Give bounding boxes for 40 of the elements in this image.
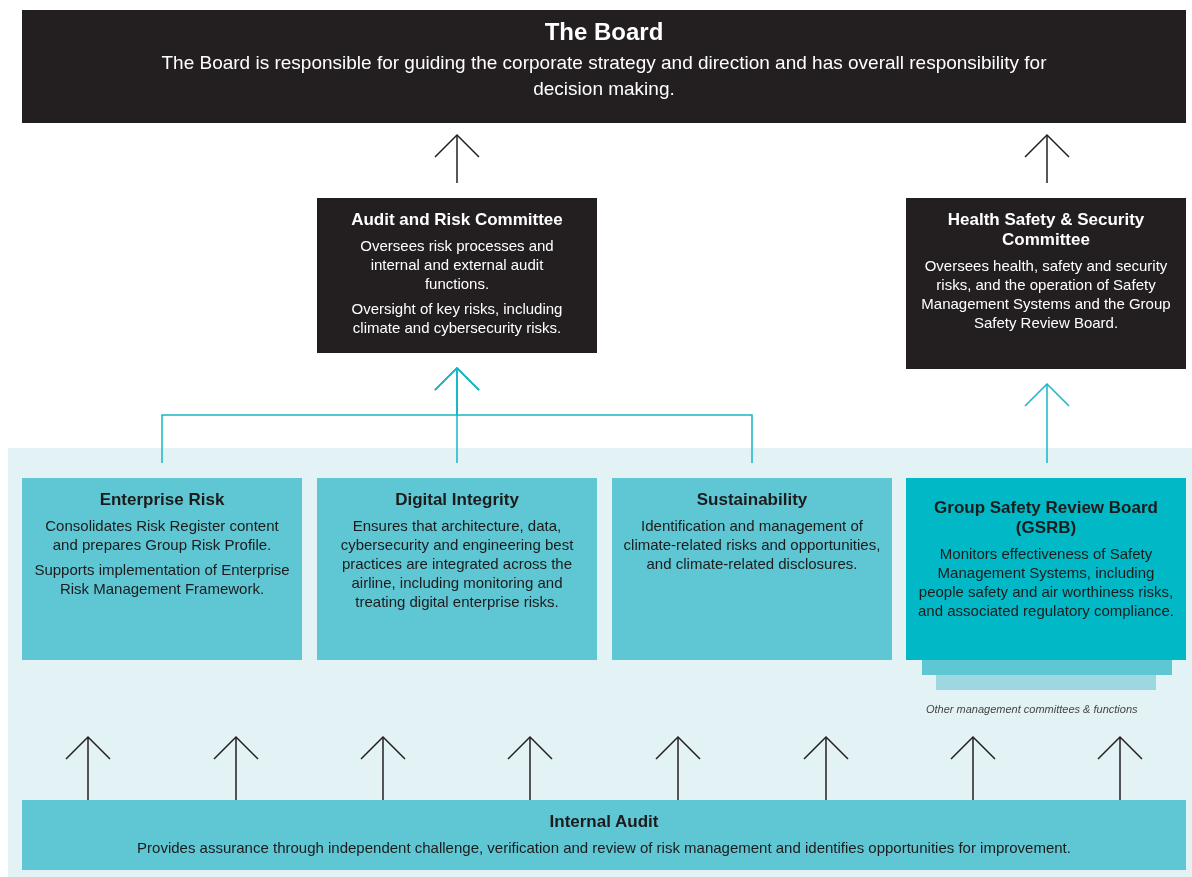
- node-description: Oversees risk processes and internal and external audit functions.: [359, 236, 555, 293]
- node-title: Health Safety & Security Committee: [946, 210, 1146, 250]
- arrow: [1097, 736, 1143, 801]
- arrow: [434, 367, 753, 464]
- node-description: Ensures that architecture, data, cybersecurity and engineering best practices are integrated across the airline, including monitoring and treating digital enterprise risks.: [339, 516, 575, 611]
- arrow: [950, 736, 996, 801]
- node-title: Enterprise Risk: [98, 490, 226, 510]
- node-description: Provides assurance through independent challenge, verification and review of risk management and identifies opportunities for improvement.: [136, 838, 1072, 857]
- arrow: [434, 134, 480, 184]
- arrow: [65, 736, 111, 801]
- committee-box: [317, 198, 597, 353]
- function-box: [22, 478, 302, 660]
- note-text: Other management committees & functions: [926, 703, 1138, 715]
- function-box: [317, 478, 597, 660]
- arrow: [1024, 383, 1070, 464]
- node-description: Oversees health, safety and security risks, and the operation of Safety Management Systems and the Group Safety Review Board.: [920, 256, 1172, 332]
- node-title: The Board: [543, 18, 665, 46]
- node-description: Monitors effectiveness of Safety Management Systems, including people safety and air worthiness risks, and associated regulatory compliance.: [917, 544, 1175, 620]
- node-description: The Board is responsible for guiding the corporate strategy and direction and has overall responsibility for decision making.: [160, 51, 1048, 101]
- audit-box: [22, 800, 1186, 870]
- node-title: Digital Integrity: [394, 490, 520, 510]
- committee-box: [906, 198, 1186, 369]
- arrow: [507, 736, 553, 801]
- arrow: [360, 736, 406, 801]
- node-title: Audit and Risk Committee: [350, 210, 564, 230]
- arrow: [655, 736, 701, 801]
- arrow: [1024, 134, 1070, 184]
- node-description: Identification and management of climate-related risks and opportunities, and climate-related disclosures.: [622, 516, 882, 573]
- node-description: Oversight of key risks, including climate and cybersecurity risks.: [350, 299, 564, 337]
- node-description: Consolidates Risk Register content and prepares Group Risk Profile.: [44, 516, 280, 554]
- arrow: [803, 736, 849, 801]
- management-panel: [8, 448, 1192, 877]
- node-title: Internal Audit: [548, 812, 660, 832]
- node-title: Sustainability: [695, 490, 809, 510]
- node-title: Group Safety Review Board (GSRB): [933, 498, 1159, 538]
- function-box: [612, 478, 892, 660]
- arrow: [213, 736, 259, 801]
- board-box: [22, 10, 1186, 123]
- node-description: Supports implementation of Enterprise Risk Management Framework.: [33, 560, 291, 598]
- function-box: [906, 478, 1186, 660]
